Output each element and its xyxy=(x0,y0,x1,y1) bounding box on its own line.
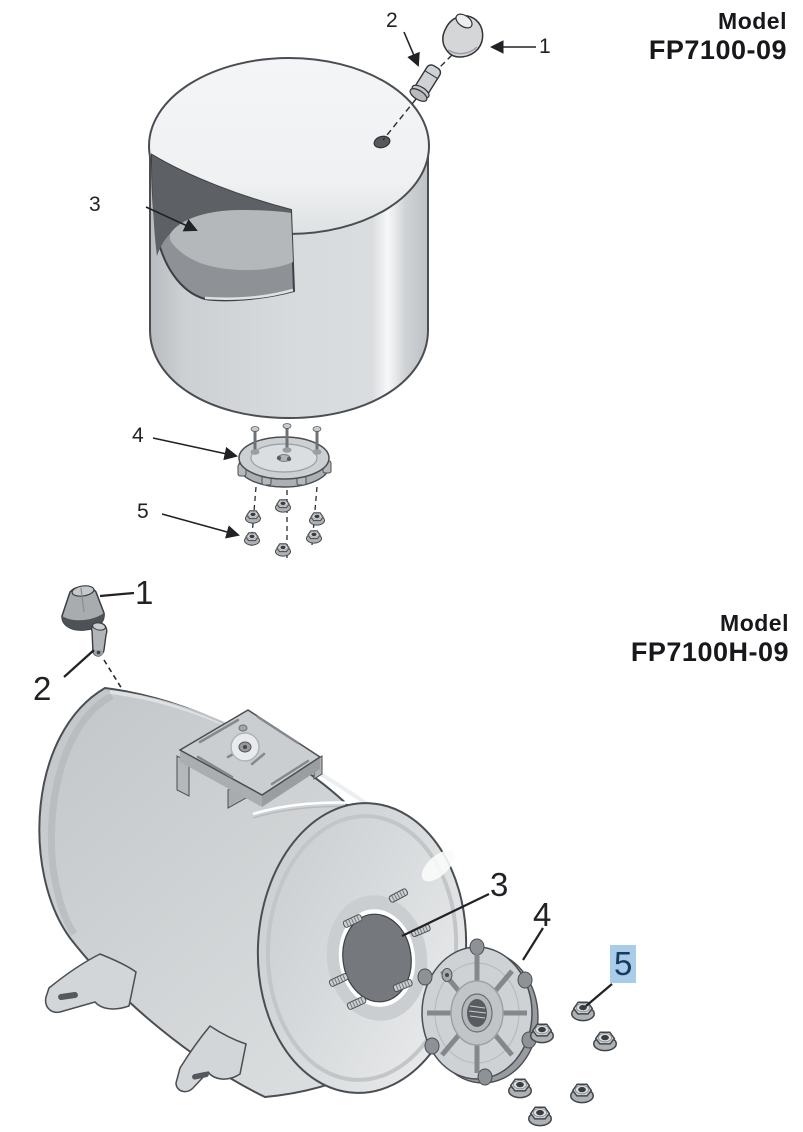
valve-axis-dashed-line xyxy=(103,659,123,690)
leader-line-4 xyxy=(522,927,544,961)
diaphragm-flange-plate xyxy=(417,938,539,1086)
mounting-bracket xyxy=(176,709,323,809)
leader-lines-bottom-right xyxy=(401,893,613,1007)
tank-cutaway-window xyxy=(150,153,296,302)
model-label: Model xyxy=(720,610,789,636)
callout-4-bottom: 4 xyxy=(533,896,552,933)
leader-line-1 xyxy=(99,591,135,598)
horizontal-tank-diagram xyxy=(38,585,617,1127)
leader-line-5 xyxy=(585,983,613,1007)
flange-nuts xyxy=(244,499,325,557)
leader-line-2 xyxy=(403,31,420,67)
air-valve-stem xyxy=(409,64,442,102)
air-valve-stem xyxy=(90,622,108,657)
valve-hole xyxy=(373,135,391,149)
callout-4-top: 4 xyxy=(132,424,144,447)
tank-leg-rear xyxy=(175,1025,247,1093)
callout-1-bottom: 1 xyxy=(135,574,154,611)
callout-2-top: 2 xyxy=(386,9,398,32)
model-number: FP7100-09 xyxy=(648,35,787,66)
leader-line-2 xyxy=(63,649,95,678)
leader-line-3 xyxy=(145,206,198,232)
assembly-axis-dashed-line xyxy=(382,54,453,141)
air-valve-cap xyxy=(442,13,484,58)
callout-5-bottom-highlighted: 5 xyxy=(610,945,637,983)
leader-line-4 xyxy=(152,437,238,461)
model-number: FP7100H-09 xyxy=(630,637,789,668)
model-title-top: Model FP7100-09 xyxy=(649,8,787,67)
leader-line-3 xyxy=(401,893,490,937)
callout-5-top: 5 xyxy=(137,500,149,523)
model-label: Model xyxy=(718,8,787,34)
callout-3-top: 3 xyxy=(89,193,101,216)
callout-2-bottom: 2 xyxy=(33,670,52,707)
vertical-tank-diagram xyxy=(145,13,536,558)
tank-leg-front xyxy=(44,953,137,1014)
leader-line-5 xyxy=(161,513,240,539)
flange-bolts xyxy=(250,423,322,455)
model-title-bottom: Model FP7100H-09 xyxy=(631,610,789,669)
callout-3-bottom: 3 xyxy=(490,866,509,903)
callout-1-top: 1 xyxy=(539,35,551,58)
leader-lines-top xyxy=(145,31,536,539)
leader-lines-bottom-left xyxy=(63,591,135,678)
diaphragm-flange-plate xyxy=(237,423,332,488)
